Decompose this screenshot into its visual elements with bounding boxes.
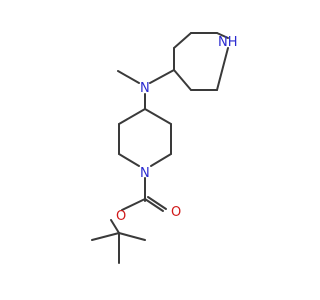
- molecule-structure: NH N N O O: [91, 32, 238, 264]
- atom-nh: NH: [218, 35, 238, 50]
- atom-ring-n: N: [140, 166, 150, 181]
- atom-labels: NH N N O O: [116, 35, 238, 224]
- atom-ester-o: O: [116, 209, 126, 224]
- bond-lines: [91, 32, 229, 264]
- atom-carbonyl-o: O: [171, 205, 181, 220]
- atom-amine-n: N: [140, 81, 150, 96]
